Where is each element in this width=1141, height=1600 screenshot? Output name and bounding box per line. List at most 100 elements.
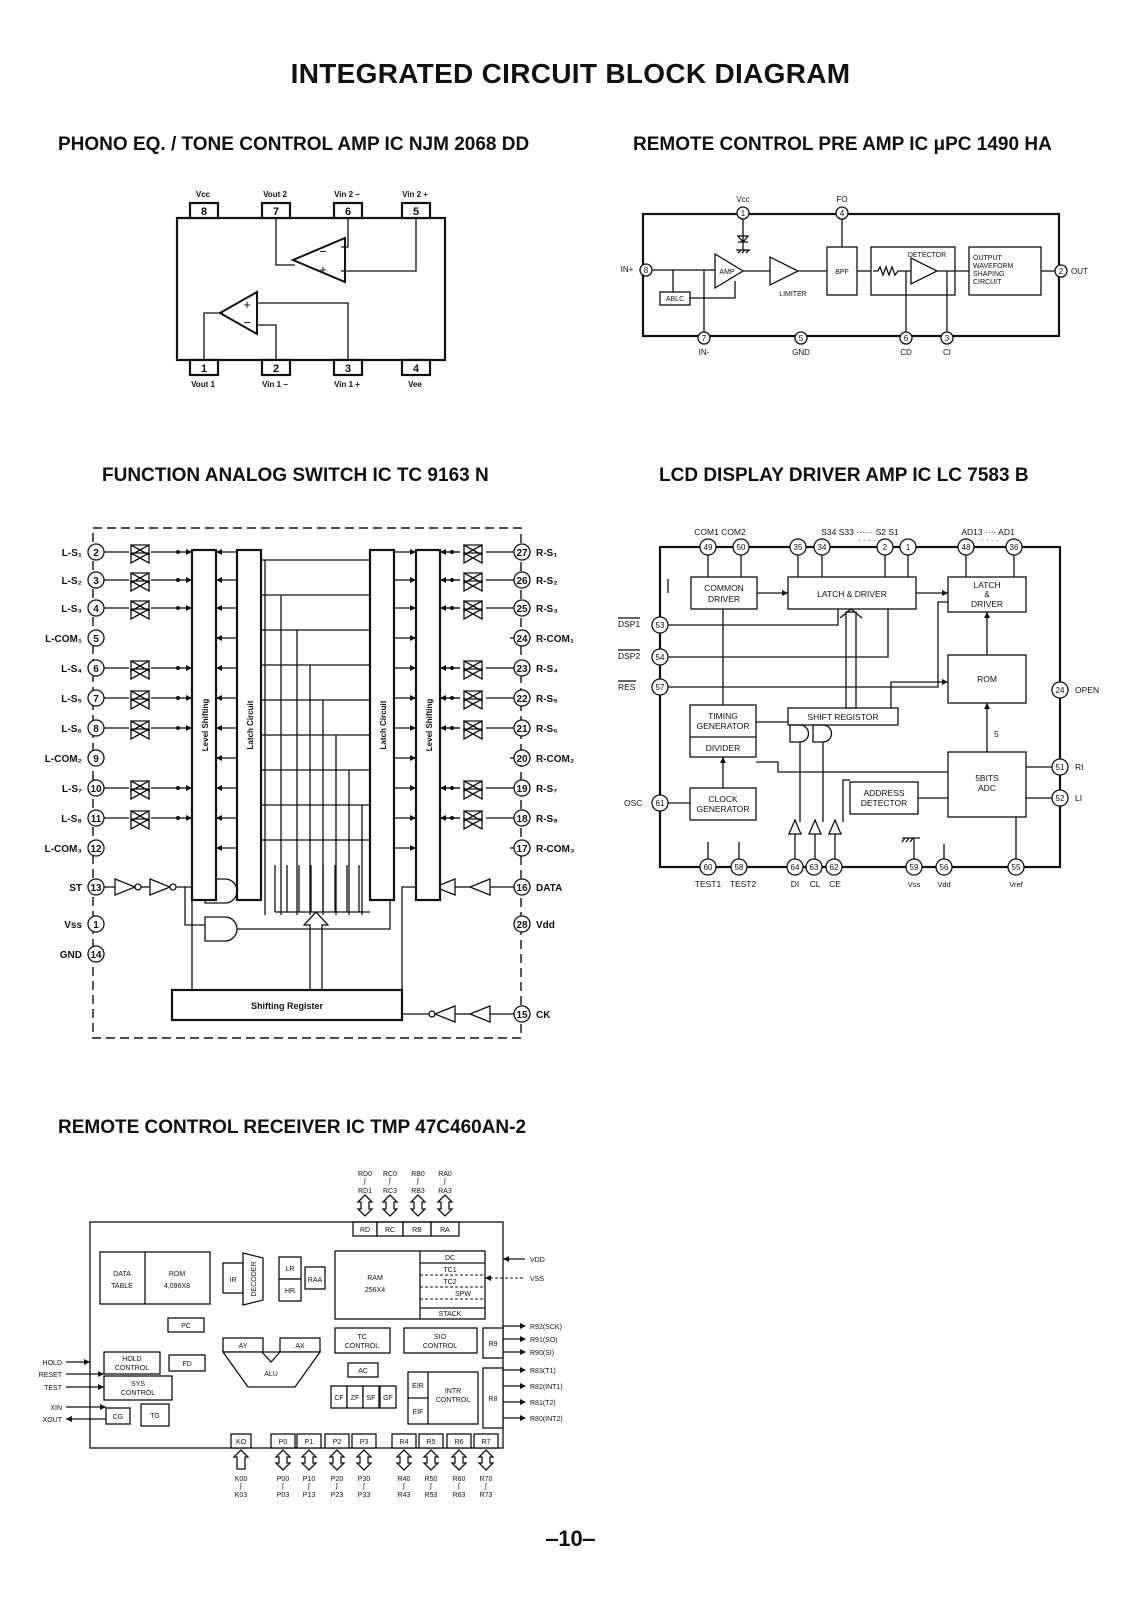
- preamp-pin-num: 6: [904, 334, 909, 343]
- preamp-pin-num: 7: [702, 334, 707, 343]
- lcd-top-label: S34 S33 ······ S2 S1: [821, 527, 899, 537]
- pin-label: L-S₅: [61, 694, 82, 705]
- block-label: DATA: [113, 1271, 131, 1278]
- lcd-block-label: CLOCK: [708, 794, 738, 804]
- phono-pin-label: Vin 1 +: [334, 380, 360, 389]
- block-label: EIR: [412, 1383, 424, 1390]
- pin-num: 8: [93, 724, 99, 735]
- block-label: CONTROL: [423, 1343, 457, 1350]
- preamp-pin-label: CD: [900, 348, 912, 357]
- pin-num: 16: [516, 883, 528, 894]
- phono-pin-num: 8: [201, 206, 207, 218]
- preamp-pin-label: Vcc: [736, 195, 749, 204]
- lcd-pin-label: DI: [791, 879, 800, 889]
- lcd-pin-num: 52: [1056, 794, 1065, 803]
- block-label: AY: [239, 1343, 248, 1350]
- port-label: RB0: [411, 1171, 425, 1178]
- pin-num: 9: [93, 754, 99, 765]
- receiver-left-signals: HOLD RESET TEST XIN XOUT: [39, 1359, 106, 1424]
- pin-num: 15: [516, 1010, 528, 1021]
- port-box: R5: [427, 1439, 436, 1446]
- block-label: CONTROL: [121, 1390, 155, 1397]
- lcd-pin-label: CE: [829, 879, 841, 889]
- pin-label: CK: [536, 1010, 551, 1021]
- lcd-diagram: COM1 COM2 S34 S33 ······ S2 S1 AD13 ····…: [618, 527, 1099, 889]
- pin-label: R-S₄: [536, 664, 558, 675]
- lcd-pin-num: 60: [704, 863, 713, 872]
- block-label: GF: [383, 1395, 393, 1402]
- phono-diagram: Vcc 8 Vout 2 7 Vin 2 − 6 Vin 2 + 5 1 Vou…: [175, 190, 447, 389]
- receiver-top-ports: RD0 ∫ RD1 RC0 ∫ RC3 RB0 ∫ RB3 RA0 ∫ RA3 …: [352, 1171, 460, 1237]
- lcd-common-driver: [690, 576, 758, 610]
- page-title: INTEGRATED CIRCUIT BLOCK DIAGRAM: [290, 58, 851, 89]
- pin-num: 1: [93, 920, 99, 931]
- preamp-limiter-label: LIMITER: [779, 291, 807, 298]
- port-label: P33: [358, 1492, 371, 1499]
- lcd-pin-label: LI: [1075, 793, 1082, 803]
- lcd-pin-label: OSC: [624, 798, 642, 808]
- svg-text:−: −: [319, 244, 327, 259]
- block-label: TG: [150, 1413, 160, 1420]
- phono-pin-num: 4: [413, 363, 420, 375]
- pin-num: 11: [91, 814, 102, 825]
- lcd-pin-num: 36: [1010, 543, 1019, 552]
- port-box: RB: [412, 1227, 422, 1234]
- phono-pin-label: Vin 1 −: [262, 380, 288, 389]
- analog-switch: [463, 579, 483, 593]
- pin-num: 14: [90, 950, 102, 961]
- block-label: TC1: [443, 1267, 456, 1274]
- port-box: P0: [279, 1439, 288, 1446]
- port-box: R6: [455, 1439, 464, 1446]
- analog-switch: [463, 667, 483, 681]
- port-box: P1: [305, 1439, 314, 1446]
- block-label: LR: [286, 1266, 295, 1273]
- port-label: R70: [480, 1476, 493, 1483]
- lcd-pin-num: 2: [883, 543, 888, 552]
- pin-num: 12: [90, 844, 102, 855]
- pin-num: 19: [516, 784, 528, 795]
- lcd-pin-num: 63: [810, 863, 819, 872]
- lcd-pin-num: 34: [818, 543, 827, 552]
- phono-pin-label: Vcc: [196, 190, 211, 199]
- block-label: ZF: [351, 1395, 360, 1402]
- block-label: FD: [182, 1361, 191, 1368]
- switch-left-pin: L-S₆ 8: [61, 719, 105, 737]
- lcd-title: LCD DISPLAY DRIVER AMP IC LC 7583 B: [659, 465, 1029, 486]
- port-label: P00: [277, 1476, 290, 1483]
- lcd-adc: [947, 751, 1027, 818]
- svg-text:∫: ∫: [281, 1483, 285, 1490]
- phono-pin-box: [188, 201, 220, 220]
- pin-num: 3: [93, 576, 99, 587]
- svg-text:∫: ∫: [484, 1483, 488, 1490]
- svg-text:+: +: [319, 262, 327, 277]
- block-label: PC: [181, 1323, 191, 1330]
- pin-label: L-S₆: [61, 724, 82, 735]
- lcd-pin-num: 58: [735, 863, 744, 872]
- analog-switch: [463, 817, 483, 831]
- level-shift-right: [414, 548, 442, 902]
- lcd-pin-num: 64: [791, 863, 800, 872]
- signal-label: R91(SO): [530, 1337, 558, 1344]
- preamp-pin-label: OUT: [1071, 267, 1088, 276]
- shifting-register-label: Shifting Register: [251, 1001, 324, 1011]
- preamp-output-box: [968, 246, 1042, 296]
- svg-text:∫: ∫: [429, 1483, 433, 1490]
- block-label: ROM: [169, 1271, 186, 1278]
- port-box: RD: [360, 1227, 370, 1234]
- svg-text:· · · · · ·: · · · · · ·: [858, 536, 885, 545]
- phono-pin-label: Vee: [408, 380, 422, 389]
- pin-num: 26: [516, 576, 528, 587]
- lcd-block-label: LATCH & DRIVER: [817, 589, 887, 599]
- phono-package: [175, 216, 447, 362]
- lcd-block-label: GENERATOR: [696, 804, 749, 814]
